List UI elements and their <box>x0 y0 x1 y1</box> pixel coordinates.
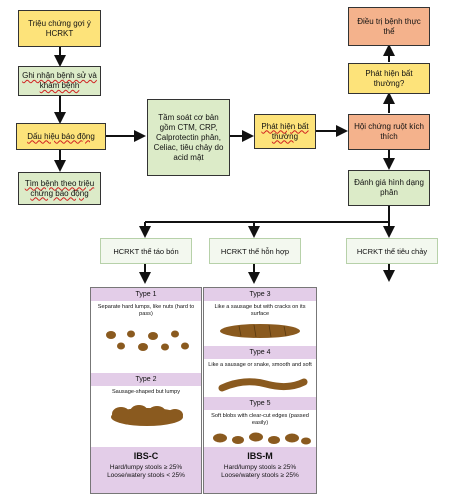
type3-desc: Like a sausage but with cracks on its su… <box>214 304 306 317</box>
type2-band: Type 2 <box>91 373 201 386</box>
type1-desc: Separate hard lumps, like nuts (hard to … <box>97 304 195 317</box>
type3-band: Type 3 <box>204 288 316 301</box>
ibs-c-line2: Loose/watery stools < 25% <box>107 472 185 480</box>
ibs-m-summary: IBS-M Hard/lumpy stools ≥ 25% Loose/wate… <box>204 447 316 493</box>
ibs-text: Hội chứng ruột kích thích <box>354 122 424 141</box>
history-text: Ghi nhận bệnh sử và khám bệnh <box>22 71 97 90</box>
type4-title: Type 4 <box>249 349 271 356</box>
subtype-diarrhea-text: HCRKT thể tiêu chảy <box>356 246 428 256</box>
type1-band: Type 1 <box>91 288 201 301</box>
ibs-c-panel: Type 1 Separate hard lumps, like nuts (h… <box>90 287 202 494</box>
subtype-mixed: HCRKT thể hỗn hợp <box>209 238 301 264</box>
type1-title: Type 1 <box>135 291 157 298</box>
type1-stool-image <box>106 330 189 351</box>
abnormal-question-node: Phát hiện bất thường? <box>348 63 430 94</box>
stool-form-node: Đánh giá hình dạng phân <box>348 170 430 206</box>
type4-desc: Like a sausage or snake, smooth and soft <box>208 362 312 368</box>
treat-organic-node: Điều trị bệnh thực thể <box>348 7 430 46</box>
type4-band: Type 4 <box>204 346 316 359</box>
screening-node: Tầm soát cơ bản gồm CTM, CRP, Calprotect… <box>147 99 230 176</box>
type5-title: Type 5 <box>249 400 271 407</box>
ibs-m-line2: Loose/watery stools ≥ 25% <box>221 472 299 480</box>
type5-desc: Soft blobs with clear-cut edges (passed … <box>211 413 309 426</box>
investigate-alarm-node: Tìm bệnh theo triệu chứng báo động <box>18 172 101 205</box>
abnormal-found-node: Phát hiện bất thường <box>254 114 316 149</box>
type2-title: Type 2 <box>135 376 157 383</box>
subtype-mixed-text: HCRKT thể hỗn hợp <box>220 246 290 256</box>
subtype-diarrhea: HCRKT thể tiêu chảy <box>346 238 438 264</box>
symptoms-node: Triệu chứng gợi ý HCRKT <box>18 10 101 47</box>
ibs-c-label: IBS-C <box>133 451 159 461</box>
subtype-constipation: HCRKT thể táo bón <box>100 238 192 264</box>
abnormal-question-text: Phát hiện bất thường? <box>365 68 413 88</box>
history-node: Ghi nhận bệnh sử và khám bệnh <box>18 66 101 96</box>
screening-text: Tầm soát cơ bản gồm CTM, CRP, Calprotect… <box>153 112 224 162</box>
type5-band: Type 5 <box>204 397 316 410</box>
type3-title: Type 3 <box>249 291 271 298</box>
type2-stool-image <box>111 405 183 426</box>
type4-stool-image <box>218 378 308 392</box>
type3-stool-image <box>220 324 300 338</box>
ibs-m-panel: Type 3 Like a sausage but with cracks on… <box>203 287 317 494</box>
type2-desc: Sausage-shaped but lumpy <box>111 389 181 395</box>
alarm-text: Dấu hiệu báo động <box>27 131 95 141</box>
ibs-m-label: IBS-M <box>247 451 273 461</box>
type5-stool-image <box>213 432 311 445</box>
ibs-c-summary: IBS-C Hard/lumpy stools ≥ 25% Loose/wate… <box>91 447 201 493</box>
ibs-m-line1: Hard/lumpy stools ≥ 25% <box>223 464 297 472</box>
alarm-node: Dấu hiệu báo động <box>16 123 106 150</box>
ibs-node: Hội chứng ruột kích thích <box>348 114 430 150</box>
ibs-c-line1: Hard/lumpy stools ≥ 25% <box>109 464 183 472</box>
treat-organic-text: Điều trị bệnh thực thể <box>357 16 421 36</box>
stool-form-text: Đánh giá hình dạng phân <box>354 178 424 197</box>
subtype-constipation-text: HCRKT thể táo bón <box>113 246 179 256</box>
investigate-alarm-text: Tìm bệnh theo triệu chứng báo động <box>24 178 95 198</box>
symptoms-text: Triệu chứng gợi ý HCRKT <box>28 18 91 38</box>
abnormal-found-text: Phát hiện bất thường <box>261 121 309 141</box>
